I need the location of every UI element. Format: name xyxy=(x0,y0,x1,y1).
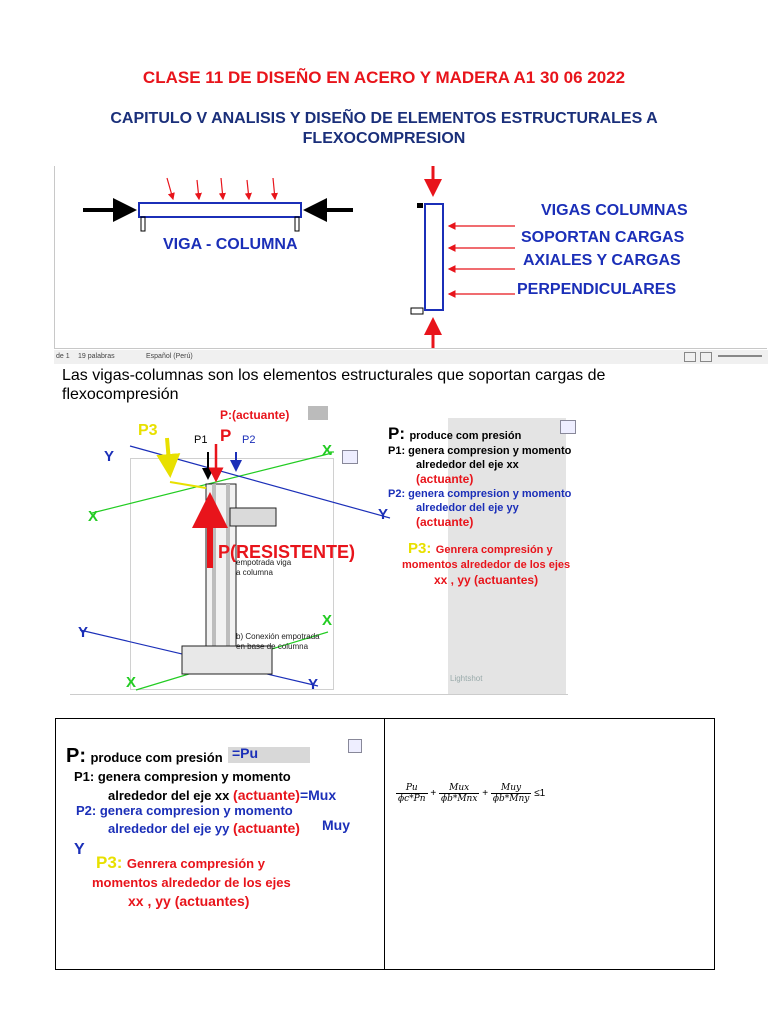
note-p3b: momentos alrededor de los ejes xyxy=(402,559,571,571)
axis-x-left: X xyxy=(88,508,99,525)
content-table: P: produce com presión =Pu P1: genera com… xyxy=(55,718,715,970)
axis-y-bottom-right: Y xyxy=(308,676,319,693)
axis-x-bottom-right: X xyxy=(322,612,333,629)
note-p3-text: Genrera compresión y xyxy=(435,544,553,556)
note-p2: P2: genera compresion y momento xyxy=(388,488,572,500)
figure-beam-column: VIGA - COLUMNA VIGAS COLUMNAS SOPORTAN C… xyxy=(54,166,767,349)
book-caption-a2: a columna xyxy=(236,568,273,577)
table-cell-left: P: produce com presión =Pu P1: genera com… xyxy=(56,719,384,969)
note-p1b: alrededor del eje xx xyxy=(416,459,519,471)
zoom-slider[interactable] xyxy=(718,355,762,357)
note-p3c: xx , yy xyxy=(434,573,471,587)
book-photo-frame xyxy=(130,458,334,690)
highlight-box xyxy=(308,406,328,420)
cell-p3b: momentos alrededor de los ejes xyxy=(92,875,291,890)
image-layout-icon[interactable] xyxy=(342,450,358,464)
word-status-bar: de 1 19 palabras Español (Perú) xyxy=(54,350,768,364)
label-soportan-cargas: SOPORTAN CARGAS xyxy=(521,229,685,246)
cell-p2-actuante: (actuante) xyxy=(233,820,300,836)
status-language: Español (Perú) xyxy=(146,353,193,360)
beam-column-label: VIGA - COLUMNA xyxy=(163,236,298,253)
cell-p1-actuante: (actuante) xyxy=(233,787,300,803)
label-p2: P2 xyxy=(242,434,256,446)
book-caption-b1: b) Conexión empotrada xyxy=(236,632,320,641)
note-p-text: produce com presión xyxy=(409,430,522,442)
column-drawing xyxy=(79,437,391,691)
note-p-label: P: xyxy=(388,424,405,443)
cell-p1: P1: genera compresion y momento xyxy=(74,769,291,784)
label-p3: P3 xyxy=(138,422,158,439)
note-p2b: alrededor del eje yy xyxy=(416,502,519,514)
axis-x-bottom-left: X xyxy=(126,674,137,691)
cell-axis-y: Y xyxy=(74,841,85,858)
label-p-resistente: P(RESISTENTE) xyxy=(218,542,356,562)
lightshot-watermark: Lightshot xyxy=(450,674,483,683)
label-axiales: AXIALES Y CARGAS xyxy=(523,252,681,269)
cell-p2b: alrededor del eje yy xyxy=(108,821,230,836)
label-vigas-columnas: VIGAS COLUMNAS xyxy=(541,202,688,219)
status-words: 19 palabras xyxy=(78,353,115,360)
axis-y-bottom-left: Y xyxy=(78,624,89,641)
label-p: P xyxy=(220,426,232,445)
cell-p1b: alrededor del eje xx xyxy=(108,788,230,803)
chapter-title: CAPITULO V ANALISIS Y DISEÑO DE ELEMENTO… xyxy=(110,110,658,147)
status-page: de 1 xyxy=(56,353,70,360)
cell-p-label: P: xyxy=(66,745,86,767)
note-p1-actuante: (actuante) xyxy=(416,472,474,486)
cell-p3c: xx , yy xyxy=(128,893,171,909)
label-p-actuante: P:(actuante) xyxy=(220,408,290,422)
cell-p3-label: P3: xyxy=(96,853,123,872)
axis-y-top: Y xyxy=(104,448,115,465)
formula-plus-1: + xyxy=(430,788,437,800)
table-divider xyxy=(384,719,385,969)
label-p1: P1 xyxy=(194,434,208,446)
document-title: CLASE 11 DE DISEÑO EN ACERO Y MADERA A1 … xyxy=(142,68,626,87)
load-notes: P: produce com presión P1: genera compre… xyxy=(388,424,578,588)
intro-paragraph: Las vigas-columnas son los elementos est… xyxy=(62,367,606,403)
cell-p3-text: Genrera compresión y xyxy=(126,856,265,871)
read-mode-icon[interactable] xyxy=(684,352,696,362)
book-caption-a1: empotrada viga xyxy=(236,558,292,567)
book-caption-b2: en base de columna xyxy=(236,642,309,651)
cell-p2: P2: genera compresion y momento xyxy=(76,803,293,818)
shaded-panel xyxy=(448,418,566,694)
formula-leq: ≤1 xyxy=(534,788,546,800)
note-p3-actuantes: (actuantes) xyxy=(474,573,539,587)
cell-p3-actuantes: (actuantes) xyxy=(174,893,250,909)
note-p1: P1: genera compresion y momento xyxy=(388,445,572,457)
axis-x-top: X xyxy=(322,442,333,459)
cell-layout-icon[interactable] xyxy=(348,739,362,753)
print-layout-icon[interactable] xyxy=(700,352,712,362)
note-p2-actuante: (actuante) xyxy=(416,515,474,529)
image-layout-icon-2[interactable] xyxy=(560,420,576,434)
beam-column-diagram xyxy=(83,166,515,348)
label-perpendiculares: PERPENDICULARES xyxy=(517,281,677,298)
cell-pu: =Pu xyxy=(232,745,259,761)
figure-column-loads: P:(actuante) P3 P1 P P2 Y X X Y P(RESIST… xyxy=(70,406,576,695)
axis-y-right: Y xyxy=(378,506,389,523)
cell-p-text: produce com presión xyxy=(90,750,223,765)
cell-muy: Muy xyxy=(322,817,350,833)
cell-mux: =Mux xyxy=(299,787,337,803)
formula-plus-2: + xyxy=(482,788,489,800)
note-p3-label: P3: xyxy=(408,540,432,557)
